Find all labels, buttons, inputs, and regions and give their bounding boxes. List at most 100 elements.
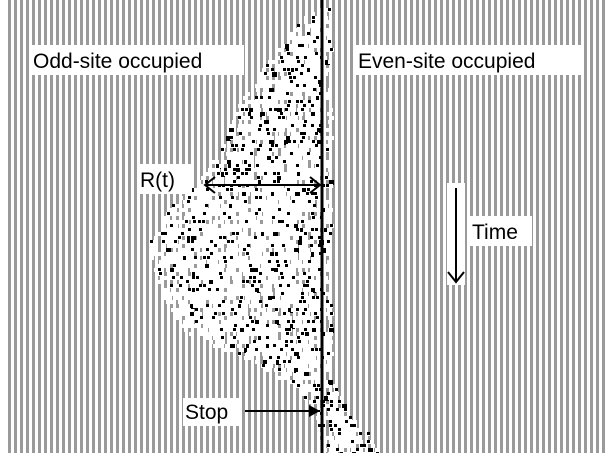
domain-gap (302, 80, 306, 84)
domain-gap (216, 232, 220, 236)
domain-gap (318, 224, 322, 228)
domain-gap (264, 232, 268, 236)
particle (195, 320, 198, 323)
domain-gap (238, 312, 242, 316)
domain-gap (181, 324, 185, 328)
domain-gap (322, 116, 326, 120)
domain-gap (230, 212, 234, 216)
domain-gap (283, 308, 287, 312)
domain-gap (234, 284, 238, 288)
particle (248, 164, 251, 167)
domain-gap (322, 192, 326, 196)
domain-gap (260, 100, 264, 104)
domain-gap (289, 292, 293, 296)
domain-gap (304, 168, 308, 172)
domain-gap (253, 208, 257, 212)
domain-gap (263, 200, 267, 204)
domain-gap (210, 256, 214, 260)
domain-gap (246, 144, 250, 148)
domain-gap (239, 112, 243, 116)
domain-gap (248, 140, 252, 144)
domain-gap (325, 304, 329, 308)
domain-gap (311, 156, 315, 160)
domain-gap (263, 260, 267, 264)
domain-gap (305, 108, 309, 112)
domain-gap (193, 304, 197, 308)
particle (206, 304, 209, 307)
domain-gap (254, 312, 258, 316)
particle (338, 428, 341, 431)
domain-gap (182, 268, 186, 272)
domain-gap (260, 316, 264, 320)
domain-gap (307, 156, 311, 160)
particle (300, 228, 305, 233)
particle (258, 128, 261, 131)
domain-gap (234, 136, 238, 140)
domain-gap (226, 192, 230, 196)
domain-gap (314, 68, 318, 72)
domain-gap (257, 108, 261, 112)
domain-gap (316, 100, 320, 104)
domain-gap (259, 308, 263, 312)
domain-gap (327, 360, 331, 364)
domain-gap (238, 104, 242, 108)
domain-gap (309, 400, 313, 404)
particle (174, 240, 177, 243)
domain-gap (266, 188, 270, 192)
domain-gap (209, 208, 213, 212)
domain-gap (208, 232, 212, 236)
domain-gap (263, 164, 267, 168)
domain-gap (179, 288, 183, 292)
particle (359, 432, 362, 435)
particle (267, 156, 272, 161)
domain-gap (281, 336, 285, 340)
domain-gap (198, 252, 202, 256)
domain-gap (208, 168, 212, 172)
domain-gap (194, 268, 198, 272)
domain-gap (315, 380, 319, 384)
domain-gap (266, 104, 270, 108)
domain-gap (333, 400, 337, 404)
particle (301, 296, 304, 299)
domain-gap (247, 260, 251, 264)
domain-gap (284, 232, 288, 236)
particle (286, 48, 289, 51)
domain-gap (294, 124, 298, 128)
domain-gap (302, 192, 306, 196)
domain-gap (287, 164, 291, 168)
domain-gap (162, 248, 166, 252)
particle (356, 448, 359, 451)
particle (285, 264, 288, 267)
domain-gap (326, 268, 330, 272)
domain-gap (253, 324, 257, 328)
particle (205, 204, 208, 207)
domain-gap (218, 268, 222, 272)
particle (199, 284, 202, 287)
domain-gap (275, 288, 279, 292)
particle (288, 360, 291, 363)
particle (271, 144, 274, 147)
domain-gap (375, 448, 379, 452)
domain-gap (216, 328, 220, 332)
domain-gap (350, 432, 354, 436)
domain-gap (276, 140, 280, 144)
domain-gap (209, 340, 213, 344)
domain-gap (239, 196, 243, 200)
domain-gap (214, 224, 218, 228)
domain-gap (150, 252, 154, 256)
domain-gap (194, 248, 198, 252)
particle (266, 128, 269, 131)
domain-gap (266, 152, 270, 156)
particle (253, 340, 256, 343)
stripe (380, 0, 383, 453)
domain-gap (290, 248, 294, 252)
domain-gap (318, 312, 322, 316)
domain-gap (227, 320, 231, 324)
particle (316, 296, 319, 299)
particle (250, 268, 255, 273)
domain-gap (326, 404, 330, 408)
domain-gap (262, 192, 266, 196)
domain-gap (238, 144, 242, 148)
domain-gap (169, 208, 173, 212)
domain-gap (274, 192, 278, 196)
